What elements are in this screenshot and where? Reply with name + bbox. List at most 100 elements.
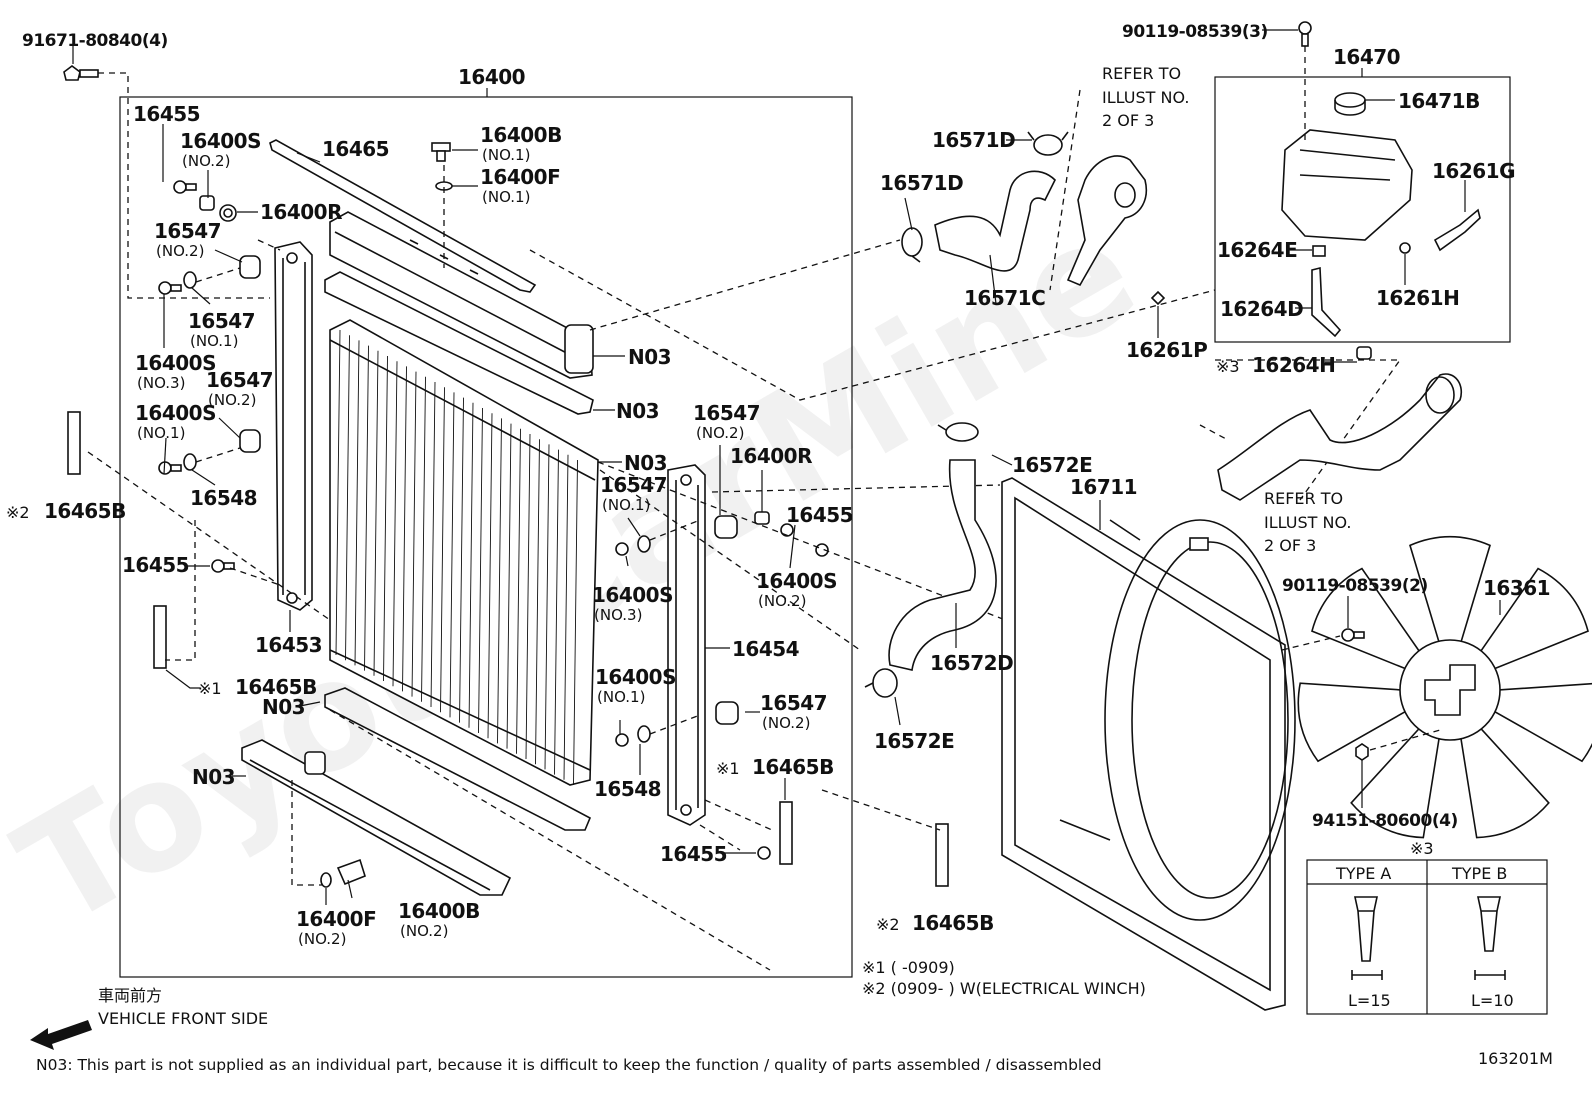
drain-cock-16400B-no2-icon[interactable]	[336, 858, 366, 886]
label-16261G[interactable]: 16261G	[1432, 159, 1516, 183]
label-16547-no1-b[interactable]: 16547	[600, 473, 668, 497]
label-91671-80840[interactable]: 91671-80840(4)	[22, 31, 168, 51]
grommet-16548-icon[interactable]	[183, 453, 197, 471]
hose-16571C[interactable]	[934, 170, 1056, 272]
screw-16400S-no3-icon[interactable]	[158, 281, 182, 295]
label-16572D[interactable]: 16572D	[930, 651, 1014, 675]
label-16400S-no3-a[interactable]: 16400S	[135, 351, 216, 375]
label-16572E-lower[interactable]: 16572E	[874, 729, 955, 753]
bolt-91671-icon[interactable]	[63, 65, 99, 81]
clamp-16571D-lower[interactable]	[901, 227, 923, 263]
label-90119-top[interactable]: 90119-08539(3)	[1122, 22, 1268, 42]
reservoir-tank-16470[interactable]	[1281, 129, 1413, 241]
seal-16465B-lower[interactable]	[153, 605, 167, 669]
cushion-16547-lower-icon[interactable]	[239, 429, 261, 453]
fan-shroud-16711[interactable]	[1001, 477, 1296, 1011]
label-16571C[interactable]: 16571C	[964, 286, 1046, 310]
label-16572E-upper[interactable]: 16572E	[1012, 453, 1093, 477]
drain-cock-16400B-icon[interactable]	[431, 142, 451, 162]
water-outlet-bracket[interactable]	[1066, 155, 1147, 287]
clip-16264E-icon[interactable]	[1312, 245, 1326, 257]
screw-16400S-right-icon[interactable]	[615, 542, 629, 556]
label-16548-b[interactable]: 16548	[594, 777, 662, 801]
bolt-16455-right-icon[interactable]	[815, 543, 829, 557]
label-n03-gasket[interactable]: N03	[616, 399, 660, 423]
cooling-fan-16361[interactable]	[1297, 535, 1592, 839]
label-16455-mid[interactable]: 16455	[122, 553, 190, 577]
label-16571D-upper[interactable]: 16571D	[932, 128, 1016, 152]
label-16711[interactable]: 16711	[1070, 475, 1138, 499]
label-16548-a[interactable]: 16548	[190, 486, 258, 510]
cushion-16547-icon[interactable]	[239, 255, 261, 279]
side-plate-16454[interactable]	[667, 464, 706, 826]
label-16264D[interactable]: 16264D	[1220, 297, 1304, 321]
label-16465B-left[interactable]: 16465B	[44, 499, 126, 523]
clamp-16571D-upper[interactable]	[1027, 131, 1069, 156]
label-16400R-right[interactable]: 16400R	[730, 444, 813, 468]
label-16547-no2-d[interactable]: 16547	[760, 691, 828, 715]
label-16547-no2-a[interactable]: 16547	[154, 219, 222, 243]
label-16571D-lower[interactable]: 16571D	[880, 171, 964, 195]
label-16361[interactable]: 16361	[1483, 576, 1551, 600]
hose-16261G[interactable]	[1433, 208, 1481, 252]
grommet-16548-right-icon[interactable]	[637, 725, 651, 743]
label-16261P[interactable]: 16261P	[1126, 338, 1208, 362]
hose-end-16264H-icon[interactable]	[1356, 346, 1372, 360]
side-plate-16453[interactable]	[274, 241, 313, 611]
radiator-lower-tank[interactable]	[241, 739, 512, 896]
label-16455-right[interactable]: 16455	[786, 503, 854, 527]
screw-16400S-no1-icon[interactable]	[158, 461, 182, 475]
label-16264E[interactable]: 16264E	[1217, 238, 1298, 262]
label-94151[interactable]: 94151-80600(4)	[1312, 811, 1458, 831]
label-90119-fan[interactable]: 90119-08539(2)	[1282, 576, 1428, 596]
label-16454[interactable]: 16454	[732, 637, 800, 661]
seal-16465B-mid[interactable]	[779, 801, 793, 865]
bolt-16455-lower-icon[interactable]	[211, 559, 235, 573]
clip-16261H-icon[interactable]	[1399, 242, 1411, 254]
label-16400[interactable]: 16400	[458, 65, 526, 89]
clip-16261P-icon[interactable]	[1150, 290, 1166, 306]
seal-16465B-right[interactable]	[935, 823, 949, 887]
label-16400S-no2[interactable]: 16400S	[180, 129, 261, 153]
bolt-16455-bottom-icon[interactable]	[757, 846, 771, 860]
hose-16264D[interactable]	[1311, 266, 1342, 338]
clamp-16572E-lower[interactable]	[864, 668, 898, 698]
bolt-16455-icon[interactable]	[173, 180, 197, 194]
bolt-90119-top-icon[interactable]	[1298, 21, 1312, 47]
label-n03-lower-tank[interactable]: N03	[192, 765, 236, 789]
label-16465B-mid[interactable]: 16465B	[752, 755, 834, 779]
clamp-16572E-upper[interactable]	[937, 422, 979, 442]
water-inlet-pipe[interactable]	[1217, 373, 1462, 501]
hose-16572D[interactable]	[888, 459, 997, 671]
label-n03-upper-tank[interactable]: N03	[628, 345, 672, 369]
label-16400S-no1-a[interactable]: 16400S	[135, 401, 216, 425]
reservoir-cap-16471B[interactable]	[1334, 92, 1366, 116]
gasket-16400R-icon[interactable]	[219, 204, 237, 222]
grommet-16547-no1-icon[interactable]	[183, 271, 197, 289]
label-16261H[interactable]: 16261H	[1376, 286, 1460, 310]
label-n03-core[interactable]: N03	[624, 451, 668, 475]
label-16400F-no1[interactable]: 16400F	[480, 165, 561, 189]
support-bar-16465[interactable]	[269, 139, 537, 293]
label-16400R-left[interactable]: 16400R	[260, 200, 343, 224]
label-16465B-lower[interactable]: 16465B	[235, 675, 317, 699]
label-n03-lower-gasket[interactable]: N03	[262, 695, 306, 719]
label-16465B-right[interactable]: 16465B	[912, 911, 994, 935]
label-16400B-no1[interactable]: 16400B	[480, 123, 562, 147]
label-16465[interactable]: 16465	[322, 137, 390, 161]
label-16400S-no2-b[interactable]: 16400S	[756, 569, 837, 593]
label-16453[interactable]: 16453	[255, 633, 323, 657]
label-16455-bottom[interactable]: 16455	[660, 842, 728, 866]
drain-plug-16400S-icon[interactable]	[199, 195, 215, 211]
label-16547-no1-a[interactable]: 16547	[188, 309, 256, 333]
label-16400S-no3-b[interactable]: 16400S	[592, 583, 673, 607]
label-16400S-no1-b[interactable]: 16400S	[595, 665, 676, 689]
label-16264H[interactable]: 16264H	[1252, 353, 1336, 377]
screw-16400S-right-no1-icon[interactable]	[615, 733, 629, 747]
cushion-16547-right-lower-icon[interactable]	[715, 701, 739, 725]
bolt-90119-fan-icon[interactable]	[1341, 628, 1365, 642]
cushion-16547-right-icon[interactable]	[714, 515, 738, 539]
label-16455-top[interactable]: 16455	[133, 102, 201, 126]
label-16471B[interactable]: 16471B	[1398, 89, 1480, 113]
nut-94151-icon[interactable]	[1355, 743, 1369, 761]
